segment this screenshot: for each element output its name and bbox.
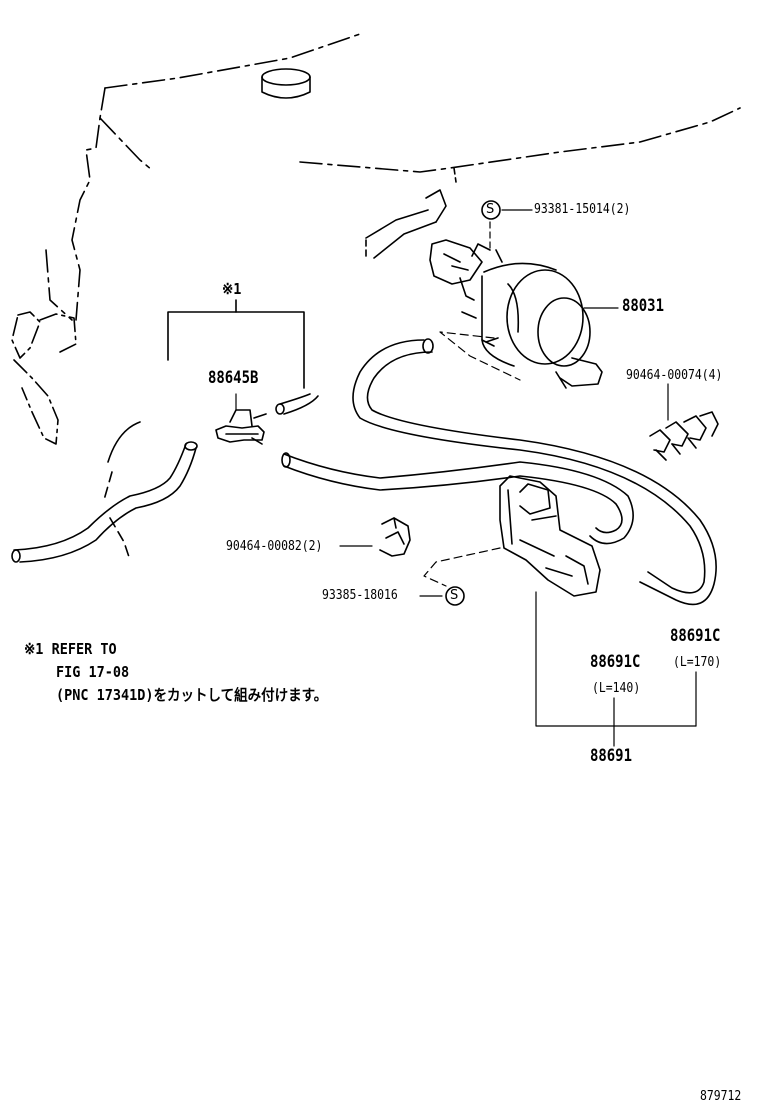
callout-88031: 88031: [622, 296, 664, 316]
fan-pulley-outline: [11, 311, 141, 501]
callout-93385-18016: 93385-18016: [322, 588, 398, 603]
s-marker-93385: [445, 586, 465, 606]
s-symbol-93385: S: [450, 588, 459, 603]
callout-88691C-140-length: (L=140): [592, 681, 641, 696]
engine-block-outline: [45, 33, 741, 561]
connector-88645B: [215, 409, 267, 445]
vsv-solenoid: [499, 475, 601, 597]
hose-88691C-170: [352, 338, 717, 606]
leader-lines: [235, 209, 697, 747]
note-line-2: FIG 17-08: [56, 663, 130, 681]
note-line-3: (PNC 17341D)をカットして組み付けます。: [56, 686, 328, 704]
callout-88691C-170: 88691C: [670, 626, 721, 646]
cut-hose-section: [11, 393, 319, 563]
callout-88645B: 88645B: [208, 368, 259, 388]
s-marker-93381: [481, 200, 501, 220]
callout-88691C-140: 88691C: [590, 652, 641, 672]
note-line-1: ※1 REFER TO: [24, 640, 117, 658]
clip-90464-00082: [379, 517, 411, 557]
callout-90464-00074: 90464-00074(4): [626, 368, 723, 383]
callout-93381-15014: 93381-15014(2): [534, 202, 631, 217]
clip-90464-00074: [649, 411, 719, 461]
figure-id: 879712: [700, 1089, 742, 1104]
vacuum-valve-88031: [365, 189, 603, 389]
reference-bracket: [167, 299, 305, 389]
hose-88691C-140: [281, 452, 634, 545]
s-symbol-93381: S: [486, 202, 495, 217]
callout-88691C-170-length: (L=170): [673, 655, 722, 670]
callout-90464-00082: 90464-00082(2): [226, 539, 323, 554]
callout-88691: 88691: [590, 746, 632, 766]
callout-ref-marker: ※1: [222, 280, 242, 298]
